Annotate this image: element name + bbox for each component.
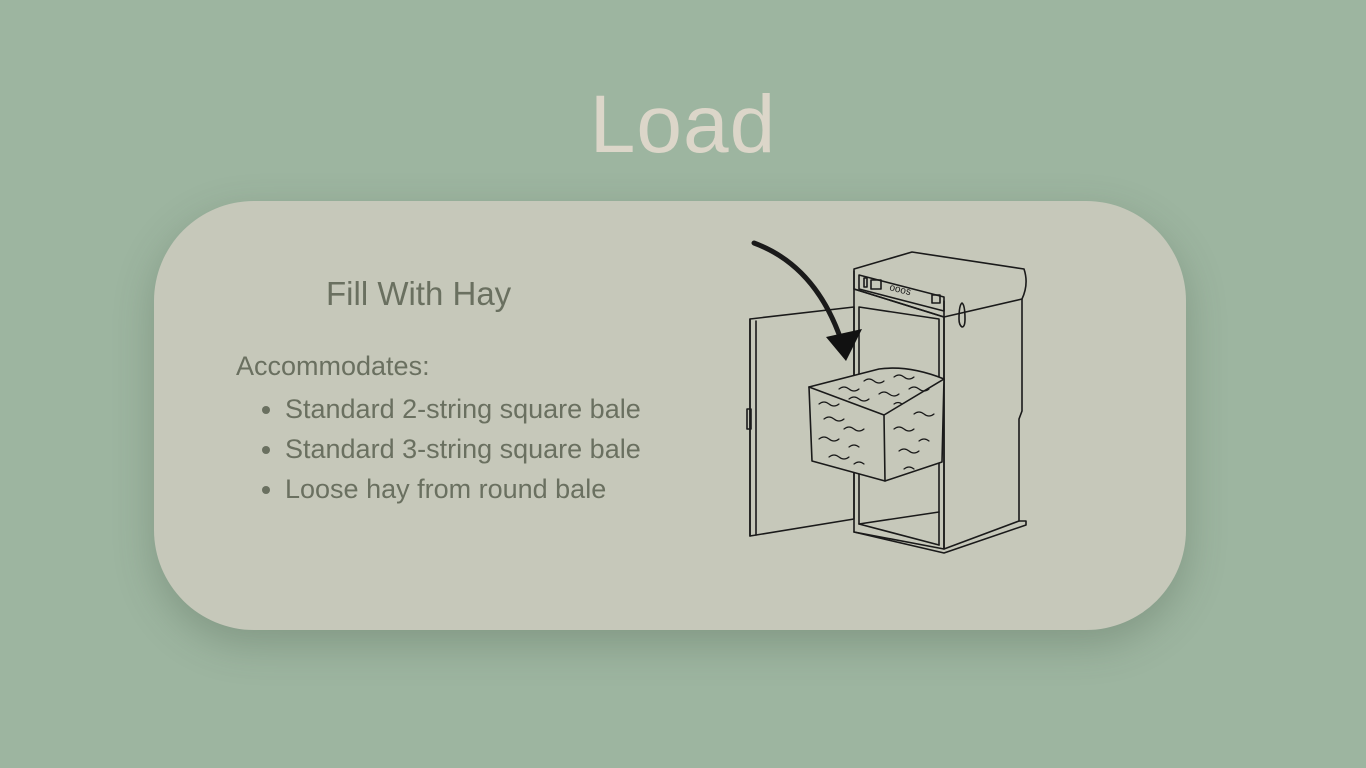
machine-body xyxy=(943,298,1023,550)
door-latch xyxy=(746,408,752,430)
hay-bale xyxy=(808,367,945,482)
control-panel-label: ooos xyxy=(888,282,912,298)
feature-item: Standard 2-string square bale xyxy=(285,389,641,429)
feature-list: Standard 2-string square bale Standard 3… xyxy=(250,389,641,509)
feature-item: Loose hay from round bale xyxy=(285,469,641,509)
machine-top xyxy=(853,251,1027,318)
control-panel xyxy=(858,274,945,312)
arrow-head xyxy=(826,329,862,361)
content-card: Fill With Hay Accommodates: Standard 2-s… xyxy=(154,201,1186,630)
hay-steamer-illustration: ooos xyxy=(746,240,1027,554)
handle xyxy=(958,302,966,328)
page-title: Load xyxy=(589,79,777,170)
accommodates-label: Accommodates: xyxy=(236,351,430,381)
load-arrow xyxy=(751,240,847,352)
card-heading: Fill With Hay xyxy=(326,275,512,312)
feature-item: Standard 3-string square bale xyxy=(285,429,641,469)
